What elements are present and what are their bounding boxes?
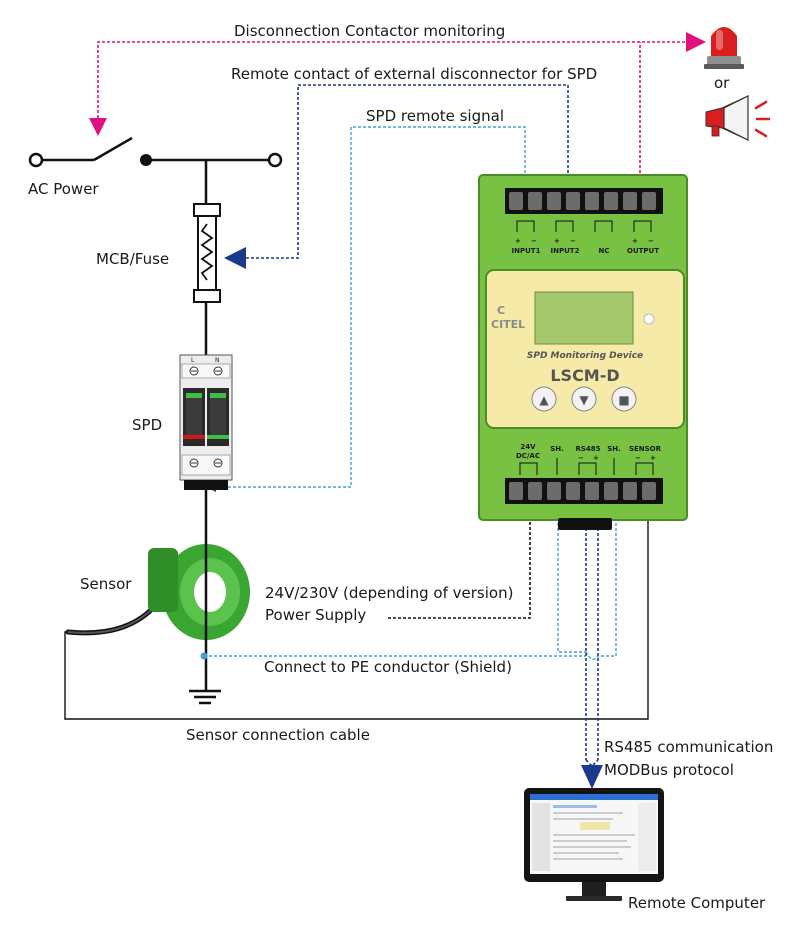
or-label: or bbox=[714, 74, 730, 92]
svg-text:−: − bbox=[635, 454, 641, 462]
spd-remote-signal-label: SPD remote signal bbox=[366, 107, 504, 125]
svg-text:+: + bbox=[515, 237, 521, 245]
monitor-icon bbox=[524, 788, 664, 901]
remote-computer-label: Remote Computer bbox=[628, 894, 766, 912]
top-terminal-polarity: + − + − + − bbox=[515, 237, 654, 245]
terminal-24v-label: 24V bbox=[520, 443, 536, 451]
mcb-fuse-label: MCB/Fuse bbox=[96, 250, 169, 268]
svg-text:+: + bbox=[593, 454, 599, 462]
contactor-monitoring-label: Disconnection Contactor monitoring bbox=[234, 22, 505, 40]
svg-text:+: + bbox=[632, 237, 638, 245]
brand-c-logo: C bbox=[497, 304, 505, 317]
device-model: LSCM-D bbox=[550, 366, 619, 385]
spd-remote-signal-line bbox=[218, 126, 526, 488]
rs485-label-2: MODBus protocol bbox=[604, 761, 734, 779]
rs485-label-1: RS485 communication bbox=[604, 738, 773, 756]
terminal-input2-label: INPUT2 bbox=[551, 247, 580, 255]
mcb-arrow-icon bbox=[224, 247, 246, 269]
spd-label: SPD bbox=[132, 416, 162, 434]
terminal-nc-label: NC bbox=[599, 247, 610, 255]
terminal-sh1-label: SH. bbox=[550, 445, 564, 453]
lscm-device bbox=[478, 174, 688, 530]
bottom-terminal-polarity: − + − + bbox=[578, 454, 656, 462]
spd-label-n: N bbox=[215, 357, 220, 364]
svg-text:−: − bbox=[570, 237, 576, 245]
remote-contact-label: Remote contact of external disconnector … bbox=[231, 65, 597, 83]
ac-power-switch bbox=[28, 136, 283, 168]
beacon-icon bbox=[704, 27, 744, 69]
sensor-label: Sensor bbox=[80, 575, 132, 593]
remote-contact-line bbox=[246, 84, 569, 259]
terminal-sensor-label: SENSOR bbox=[629, 445, 662, 453]
power-supply-label-2: Power Supply bbox=[265, 606, 366, 624]
sensor-cable-label: Sensor connection cable bbox=[186, 726, 370, 744]
alarm-arrow-icon bbox=[686, 32, 706, 52]
spd-module bbox=[179, 354, 233, 490]
svg-text:−: − bbox=[578, 454, 584, 462]
ac-power-label: AC Power bbox=[28, 180, 99, 198]
svg-text:+: + bbox=[554, 237, 560, 245]
terminal-rs485-label: RS485 bbox=[575, 445, 600, 453]
rs485-arrow-icon bbox=[581, 765, 603, 789]
terminal-dcac-label: DC/AC bbox=[516, 452, 540, 460]
device-subtitle: SPD Monitoring Device bbox=[527, 351, 643, 361]
contactor-arrow-down-icon bbox=[89, 118, 107, 136]
power-supply-label-1: 24V/230V (depending of version) bbox=[265, 584, 513, 602]
pe-conductor-label: Connect to PE conductor (Shield) bbox=[264, 658, 512, 676]
shield-lines bbox=[204, 478, 617, 660]
megaphone-icon bbox=[705, 95, 771, 141]
contactor-monitoring-line bbox=[97, 41, 688, 213]
sensor-connection-cable bbox=[64, 485, 649, 720]
svg-text:+: + bbox=[650, 454, 656, 462]
up-button[interactable]: ▲ bbox=[539, 393, 549, 407]
down-button[interactable]: ▼ bbox=[579, 393, 589, 407]
terminal-sh2-label: SH. bbox=[607, 445, 621, 453]
stop-button[interactable]: ■ bbox=[618, 393, 629, 407]
svg-text:−: − bbox=[648, 237, 654, 245]
spd-label-l: L bbox=[191, 357, 195, 364]
svg-text:−: − bbox=[531, 237, 537, 245]
fuse-icon bbox=[193, 203, 221, 303]
power-supply-line bbox=[388, 478, 531, 619]
brand-logo: CITEL bbox=[491, 318, 525, 331]
terminal-input1-label: INPUT1 bbox=[512, 247, 541, 255]
ground-icon bbox=[189, 689, 221, 705]
terminal-output-label: OUTPUT bbox=[627, 247, 659, 255]
sensor-icon bbox=[65, 544, 250, 640]
